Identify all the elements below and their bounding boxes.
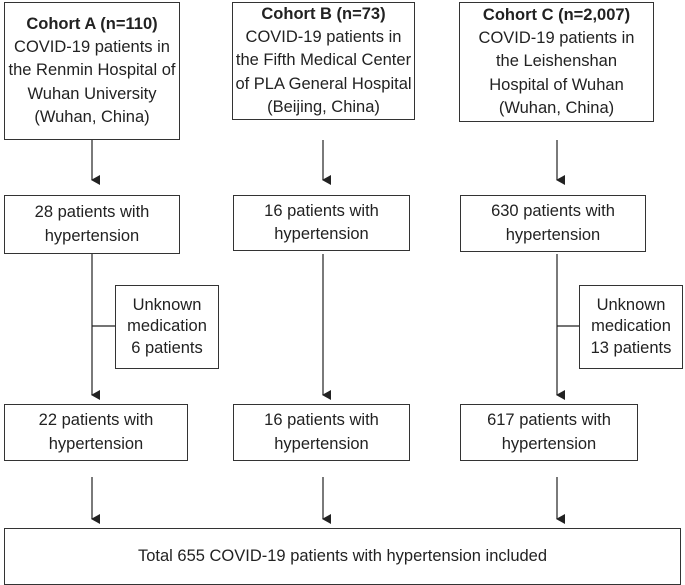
total-text: Total 655 COVID-19 patients with hyperte… — [137, 546, 548, 565]
cohort-a-title: Cohort A (n=110) — [26, 15, 158, 34]
cohort-c-line: COVID-19 patients in — [478, 29, 635, 48]
total-box: Total 655 COVID-19 patients with hyperte… — [4, 528, 681, 585]
hypertension-line: hypertension — [274, 225, 369, 243]
cohort-c-line: the Leishenshan — [495, 52, 618, 71]
cohort-c-title: Cohort C (n=2,007) — [482, 6, 631, 25]
cohort-c-excluded-box: Unknown medication 13 patients — [579, 285, 683, 369]
cohort-b-title: Cohort B (n=73) — [261, 5, 386, 24]
excluded-line: 6 patients — [131, 338, 203, 357]
cohort-a-line: Wuhan University — [27, 84, 157, 103]
cohort-b-line: (Beijing, China) — [267, 97, 380, 116]
hypertension-line: hypertension — [44, 226, 140, 245]
cohort-b-line: COVID-19 patients in — [245, 28, 402, 47]
excluded-line: medication — [127, 317, 207, 336]
final-line: hypertension — [274, 434, 369, 453]
hypertension-line: 16 patients with — [264, 201, 379, 220]
cohort-b-final-box: 16 patients with hypertension — [233, 404, 410, 461]
cohort-a-box: Cohort A (n=110) COVID-19 patients in th… — [4, 2, 180, 140]
cohort-b-line: of PLA General Hospital — [235, 74, 412, 93]
cohort-a-excluded-box: Unknown medication 6 patients — [115, 285, 219, 369]
cohort-a-line: COVID-19 patients in — [14, 38, 170, 57]
cohort-a-final-box: 22 patients with hypertension — [4, 404, 188, 461]
cohort-b-box: Cohort B (n=73) COVID-19 patients in the… — [232, 2, 415, 120]
cohort-b-hypertension-box: 16 patients with hypertension — [233, 195, 410, 251]
cohort-c-final-box: 617 patients with hypertension — [460, 404, 638, 461]
final-line: hypertension — [48, 434, 144, 453]
cohort-a-line: the Renmin Hospital of — [8, 61, 176, 80]
cohort-c-line: (Wuhan, China) — [498, 98, 615, 117]
hypertension-line: hypertension — [505, 225, 601, 244]
cohort-c-hypertension-box: 630 patients with hypertension — [460, 195, 646, 252]
cohort-b-line: the Fifth Medical Center — [235, 51, 412, 70]
final-line: 22 patients with — [38, 411, 154, 430]
cohort-c-line: Hospital of Wuhan — [489, 75, 624, 94]
hypertension-line: 630 patients with — [491, 202, 615, 221]
final-line: 16 patients with — [264, 411, 379, 430]
excluded-line: Unknown — [596, 295, 666, 314]
cohort-c-box: Cohort C (n=2,007) COVID-19 patients in … — [459, 2, 654, 122]
hypertension-line: 28 patients with — [34, 203, 150, 222]
excluded-line: medication — [591, 317, 671, 336]
cohort-a-hypertension-box: 28 patients with hypertension — [4, 195, 180, 254]
final-line: 617 patients with — [487, 411, 611, 430]
final-line: hypertension — [501, 434, 597, 453]
excluded-line: Unknown — [132, 295, 202, 314]
excluded-line: 13 patients — [590, 338, 672, 357]
cohort-a-line: (Wuhan, China) — [34, 107, 150, 126]
